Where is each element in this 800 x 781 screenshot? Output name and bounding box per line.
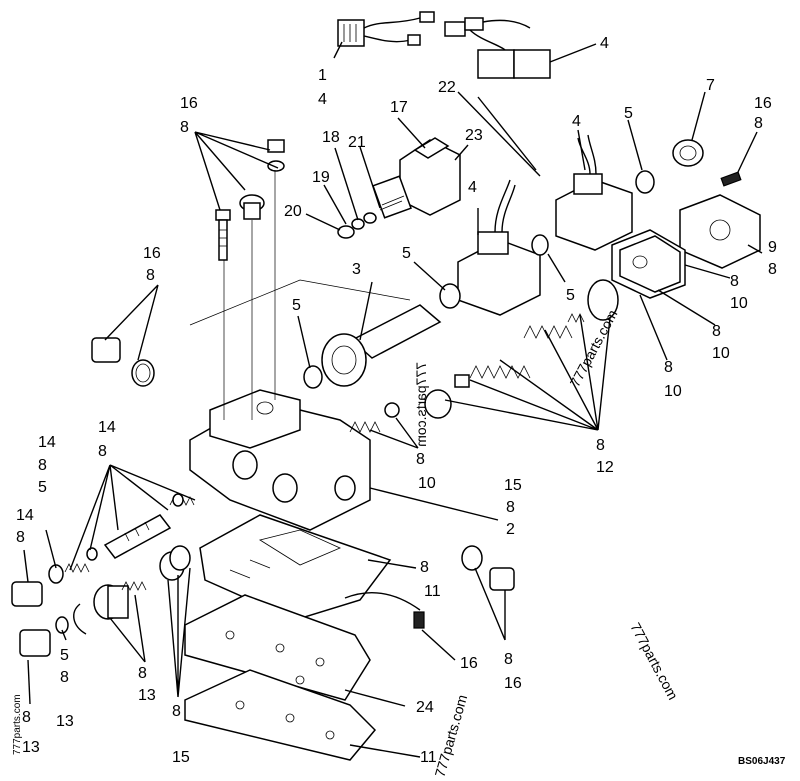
dashed-guide-lines	[189, 170, 411, 420]
callout-6: 23	[465, 127, 483, 144]
callout-34: 10	[418, 475, 436, 492]
plug-lower-left-part	[11, 564, 87, 657]
callout-56: 13	[138, 687, 156, 704]
callout-28: 8	[146, 267, 155, 284]
callout-58: 15	[172, 749, 190, 766]
plate-11-part	[184, 669, 377, 761]
watermark-2: 777parts.com	[413, 362, 429, 447]
callout-45: 8	[506, 499, 515, 516]
callout-29: 3	[352, 261, 361, 278]
callout-51: 16	[504, 675, 522, 692]
callout-60: 11	[420, 749, 437, 766]
callout-9: 19	[312, 169, 330, 186]
callout-61: 8	[22, 709, 31, 726]
cap-7-part	[672, 139, 704, 167]
callout-57: 8	[172, 703, 181, 720]
callout-10: 20	[284, 203, 302, 220]
callout-11: 16	[180, 95, 198, 112]
tube-3-part	[321, 304, 442, 387]
callout-36: 12	[596, 459, 614, 476]
callout-12: 8	[180, 119, 189, 136]
callout-13: 4	[468, 179, 477, 196]
callout-50: 8	[504, 651, 513, 668]
solenoid-4-center-part	[457, 179, 541, 316]
callout-19: 9	[768, 239, 777, 256]
callout-55: 8	[138, 665, 147, 682]
watermark-4: 777parts.com	[432, 693, 471, 779]
callout-15: 7	[706, 77, 715, 94]
screw-right-part	[720, 171, 742, 187]
solenoid-4-right-part	[555, 134, 633, 251]
callout-33: 8	[416, 451, 425, 468]
callout-5: 17	[390, 99, 408, 116]
callout-leader-lines	[23, 41, 763, 758]
callout-35: 8	[596, 437, 605, 454]
spring-ball-part	[349, 402, 400, 433]
housing-9-part	[679, 194, 761, 269]
callout-54: 13	[56, 713, 74, 730]
callout-43: 8	[16, 529, 25, 546]
callout-17: 8	[754, 115, 763, 132]
callout-44: 15	[504, 477, 522, 494]
callout-1: 1	[318, 67, 327, 84]
callout-30: 5	[402, 245, 411, 262]
callout-27: 16	[143, 245, 161, 262]
callout-48: 11	[424, 583, 441, 600]
callout-21: 8	[730, 273, 739, 290]
wiring-harness-part	[337, 11, 435, 47]
spool-assembly-part	[64, 493, 195, 573]
callout-4: 22	[438, 79, 456, 96]
callout-53: 8	[60, 669, 69, 686]
plate-24-part	[184, 594, 371, 701]
callout-47: 8	[420, 559, 429, 576]
callout-59: 24	[416, 699, 434, 716]
bolt-part	[215, 139, 285, 261]
piston-spring-part	[93, 581, 147, 620]
callout-2: 4	[318, 91, 327, 108]
callout-3: 4	[600, 35, 609, 52]
callout-14: 5	[624, 105, 633, 122]
callout-24: 10	[712, 345, 730, 362]
wire-screw-part	[344, 592, 425, 629]
callout-52: 5	[60, 647, 69, 664]
callout-32: 5	[566, 287, 575, 304]
double-solenoid-part	[444, 17, 551, 79]
plug-left-part	[91, 337, 155, 387]
watermark-3: 777parts.com	[627, 620, 681, 702]
callout-41: 5	[38, 479, 47, 496]
separator-plate-part	[199, 514, 392, 621]
gasket-set-part	[611, 229, 686, 299]
callout-49: 16	[460, 655, 478, 672]
callout-38: 8	[38, 457, 47, 474]
callout-25: 8	[664, 359, 673, 376]
callout-40: 8	[98, 443, 107, 460]
callout-46: 2	[506, 521, 515, 538]
callout-7: 18	[322, 129, 340, 146]
callout-39: 14	[98, 419, 116, 436]
callout-26: 10	[664, 383, 682, 400]
callout-62: 13	[22, 739, 40, 756]
callout-42: 14	[16, 507, 34, 524]
drawing-code: BS06J437	[738, 756, 786, 767]
callout-20: 8	[768, 261, 777, 278]
spring-15-part	[159, 545, 191, 581]
solenoid-17-part	[372, 137, 461, 219]
callout-8: 21	[348, 134, 366, 151]
watermark-5: 777parts.com	[12, 694, 23, 755]
callout-18: 4	[572, 113, 581, 130]
callout-37: 14	[38, 434, 56, 451]
callout-31: 5	[292, 297, 301, 314]
callout-23: 8	[712, 323, 721, 340]
washer-plug-part	[461, 545, 515, 591]
callout-22: 10	[730, 295, 748, 312]
callout-labels: 1 4 4 22 17 23 18 21 19 20 16 8 4 5 7 16…	[16, 35, 777, 766]
valve-body-2-part	[189, 389, 371, 531]
callout-16: 16	[754, 95, 772, 112]
